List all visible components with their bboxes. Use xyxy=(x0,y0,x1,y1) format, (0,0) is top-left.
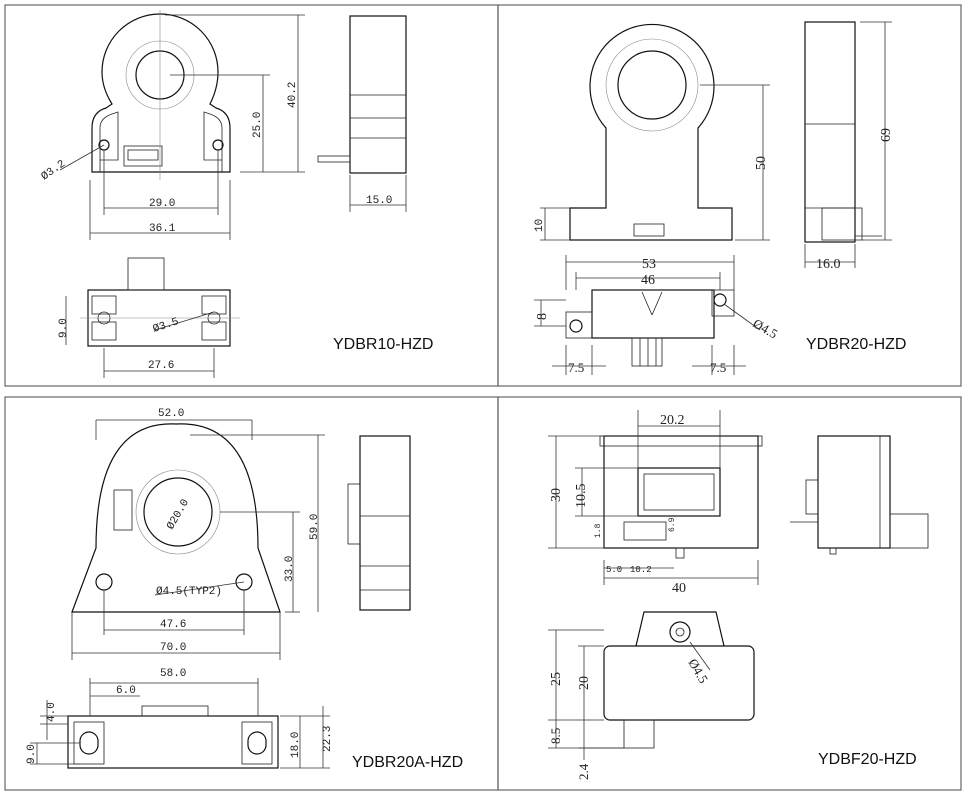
bl-dim-w-holes: 47.6 xyxy=(160,619,186,631)
br-dim-w-window: 20.2 xyxy=(660,413,685,428)
tl-dim-d-hole: Ø3.2 xyxy=(39,158,68,183)
bl-dim-h-center: 33.0 xyxy=(284,556,296,582)
tr-dim-off-right: 7.5 xyxy=(710,360,726,375)
tr-front-view xyxy=(540,23,770,241)
tr-dim-h-center: 50 xyxy=(754,156,769,170)
tr-dim-h-base: 10 xyxy=(534,219,546,232)
br-bottom-view xyxy=(548,611,755,760)
bl-dim-w-slot: 6.0 xyxy=(116,685,136,697)
panel-title-ydbr20: YDBR20-HZD xyxy=(806,336,907,353)
panel-title-ydbf20: YDBF20-HZD xyxy=(818,751,917,768)
tr-dim-w-holes: 46 xyxy=(641,273,655,288)
bl-dim-h-bottom-total: 22.3 xyxy=(322,726,334,752)
tl-dim-h-center: 25.0 xyxy=(252,112,264,138)
br-dim-off-a: 5.0 xyxy=(606,565,622,575)
bl-dim-d-inner: Ø20.0 xyxy=(165,497,192,532)
tl-dim-w-holes: 29.0 xyxy=(149,198,175,210)
tr-dim-off-left: 7.5 xyxy=(568,360,584,375)
panel-border-br xyxy=(497,396,962,791)
tr-dim-w-total: 53 xyxy=(642,257,656,272)
tl-dim-h-bottom: 9.0 xyxy=(58,318,70,338)
tl-dim-w-bottom: 27.6 xyxy=(148,360,174,372)
tr-side-view xyxy=(804,21,892,268)
bl-dim-w-top: 52.0 xyxy=(158,408,184,420)
br-dim-d-hole: Ø4.5 xyxy=(685,656,711,686)
bl-bottom-view xyxy=(30,678,330,769)
panel-border-tl xyxy=(4,4,499,387)
br-dim-h-b2: 2.4 xyxy=(576,763,591,780)
br-dim-h-body: 20 xyxy=(577,676,592,690)
tl-front-view xyxy=(91,10,231,180)
bl-dim-h-slot: 4.0 xyxy=(46,702,58,722)
connector xyxy=(633,223,665,237)
bl-dim-w-total: 70.0 xyxy=(160,642,186,654)
br-front-view xyxy=(548,410,763,585)
bl-dim-h-total: 59.0 xyxy=(309,514,321,540)
br-dim-off-b: 10.2 xyxy=(630,565,652,575)
tr-dim-h-total: 69 xyxy=(879,128,894,142)
tr-dim-d-hole: Ø4.5 xyxy=(751,316,781,342)
tl-front-dims xyxy=(59,14,305,240)
connector xyxy=(113,489,133,531)
br-side-view xyxy=(790,435,929,555)
panel-border-tr xyxy=(497,4,962,387)
mount-hole xyxy=(669,621,691,643)
bl-dim-w-bottom: 58.0 xyxy=(160,668,186,680)
connector xyxy=(623,521,667,541)
mount-hole-left xyxy=(95,573,113,591)
tl-side-view xyxy=(317,15,407,212)
br-dim-h-b1: 8.5 xyxy=(548,728,563,744)
tl-dim-d-hole2: Ø3.5 xyxy=(152,316,181,336)
tr-bottom-view xyxy=(534,255,761,375)
br-dim-small-left: 1.8 xyxy=(594,523,603,538)
panel-title-ydbr10: YDBR10-HZD xyxy=(333,336,434,353)
bl-dim-d-hole: Ø4.5(TYP2) xyxy=(156,586,222,598)
mount-hole-right xyxy=(212,139,224,151)
br-dim-h-ext: 25 xyxy=(549,672,564,686)
mount-hole-right xyxy=(713,293,727,307)
tl-dim-w-total: 36.1 xyxy=(149,223,176,235)
bl-side-view xyxy=(347,435,411,611)
bl-dim-h-bottom: 18.0 xyxy=(290,732,302,758)
tl-dim-h-total: 40.2 xyxy=(287,82,299,108)
tr-dim-h-bottom: 8 xyxy=(535,313,550,320)
bl-front-view xyxy=(71,419,325,660)
br-dim-h-total: 30 xyxy=(549,488,564,502)
panel-title-ydbr20a: YDBR20A-HZD xyxy=(352,754,464,771)
mount-hole-left xyxy=(569,319,583,333)
br-dim-h-window: 10.5 xyxy=(574,484,589,509)
br-dim-w-total: 40 xyxy=(672,581,686,596)
bl-dim-h-pin: 9.0 xyxy=(26,744,38,764)
br-dim-small-right: 6.9 xyxy=(668,517,677,532)
tl-dim-depth: 15.0 xyxy=(366,195,392,207)
tl-bottom-view xyxy=(65,257,240,378)
connector xyxy=(123,145,163,167)
tr-dim-depth: 16.0 xyxy=(816,257,841,272)
